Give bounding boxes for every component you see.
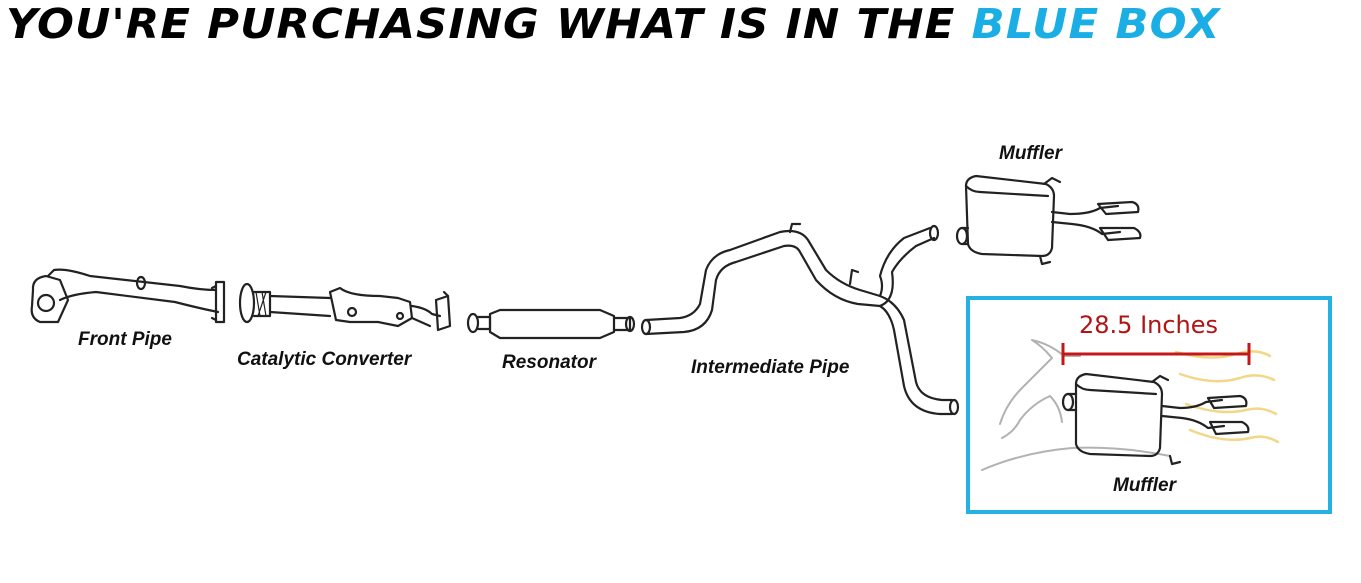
muffler-box-part	[1061, 372, 1250, 466]
muffler-top-part	[955, 174, 1142, 266]
banner-title: YOU'RE PURCHASING WHAT IS IN THE BLUE BO…	[6, 0, 1221, 52]
banner-text-black: YOU'RE PURCHASING WHAT IS IN THE	[6, 0, 972, 48]
dimension-label: 28.5 Inches	[1079, 311, 1219, 339]
label-muffler-top: Muffler	[999, 143, 1062, 164]
purchase-highlight-box	[966, 296, 1332, 514]
resonator-part	[466, 308, 636, 340]
label-intermediate-pipe: Intermediate Pipe	[691, 357, 850, 378]
front-pipe-part	[30, 268, 226, 324]
catalytic-converter-part	[238, 282, 452, 332]
intermediate-pipe-part	[640, 222, 960, 416]
label-front-pipe: Front Pipe	[78, 329, 172, 350]
dimension-line	[1061, 343, 1251, 365]
banner-text-blue: BLUE BOX	[971, 0, 1221, 48]
label-catalytic-converter: Catalytic Converter	[237, 349, 412, 370]
label-resonator: Resonator	[502, 352, 596, 373]
horse-watermark-graphic	[981, 339, 1171, 471]
label-muffler-box: Muffler	[1113, 475, 1176, 496]
speed-lines-graphic	[1174, 350, 1280, 444]
